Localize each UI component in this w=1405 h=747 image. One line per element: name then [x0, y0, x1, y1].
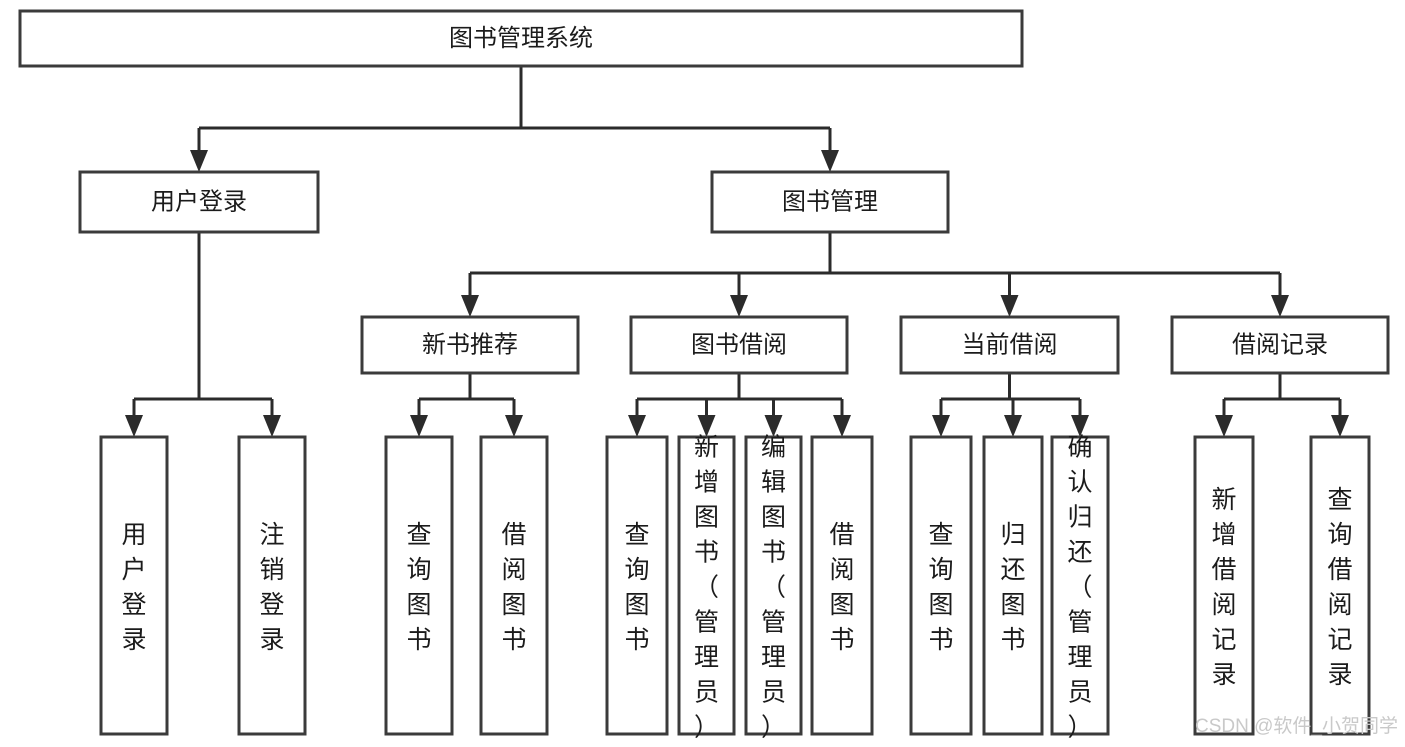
node-user-login[interactable]: 用户登录 — [78, 170, 320, 234]
node-label-leaf-add-book: 新增图书（管理员） — [694, 433, 719, 741]
node-label-leaf-confirm-return: 确认归还（管理员） — [1067, 433, 1092, 741]
node-label-book-borrow: 图书借阅 — [691, 331, 787, 358]
node-box-leaf-query-book-borrow — [605, 435, 669, 736]
node-label-root: 图书管理系统 — [449, 25, 593, 52]
node-leaf-borrow-book[interactable]: 借阅图书 — [810, 435, 874, 736]
node-label-leaf-query-borrow-record: 查询借阅记录 — [1327, 486, 1352, 689]
connector-layer — [125, 66, 1349, 437]
arrow-head-icon — [190, 150, 208, 172]
node-leaf-user-login[interactable]: 用户登录 — [99, 435, 169, 736]
node-label-leaf-add-borrow-record: 新增借阅记录 — [1211, 486, 1236, 689]
node-label-leaf-query-book-borrow: 查询图书 — [624, 521, 649, 654]
node-book-borrow[interactable]: 图书借阅 — [629, 315, 849, 375]
arrow-head-icon — [1071, 415, 1089, 437]
node-box-current-borrow — [899, 315, 1120, 375]
arrow-head-icon — [833, 415, 851, 437]
arrow-head-icon — [628, 415, 646, 437]
arrow-head-icon — [932, 415, 950, 437]
node-leaf-query-book-recommend[interactable]: 查询图书 — [384, 435, 454, 736]
node-leaf-query-book-borrow[interactable]: 查询图书 — [605, 435, 669, 736]
node-leaf-edit-book[interactable]: 编辑图书（管理员） — [744, 433, 803, 741]
node-box-leaf-return-book — [982, 435, 1044, 736]
node-box-new-book-recommend — [360, 315, 580, 375]
node-box-leaf-edit-book — [744, 435, 803, 736]
node-box-leaf-user-logout — [237, 435, 307, 736]
node-label-leaf-query-book-recommend: 查询图书 — [406, 521, 431, 654]
node-label-leaf-user-logout: 注销登录 — [259, 521, 284, 654]
node-label-new-book-recommend: 新书推荐 — [422, 331, 518, 358]
connector-new-book-recommend — [410, 373, 523, 437]
node-label-leaf-query-book-current: 查询图书 — [928, 521, 953, 654]
connector-book-borrow — [628, 373, 851, 437]
node-leaf-confirm-return[interactable]: 确认归还（管理员） — [1050, 433, 1110, 741]
node-book-management[interactable]: 图书管理 — [710, 170, 950, 234]
connector-book-management — [461, 232, 1289, 317]
arrow-head-icon — [697, 415, 716, 437]
node-box-borrow-record — [1170, 315, 1390, 375]
node-box-leaf-add-borrow-record — [1193, 435, 1255, 736]
arrow-head-icon — [1331, 415, 1349, 437]
node-box-leaf-confirm-return — [1050, 435, 1110, 736]
node-box-leaf-query-book-recommend — [384, 435, 454, 736]
node-leaf-user-logout[interactable]: 注销登录 — [237, 435, 307, 736]
arrow-head-icon — [461, 295, 479, 317]
node-label-leaf-user-login: 用户登录 — [121, 521, 146, 654]
node-box-leaf-user-login — [99, 435, 169, 736]
node-label-leaf-edit-book: 编辑图书（管理员） — [761, 433, 786, 741]
node-label-user-login: 用户登录 — [151, 188, 247, 215]
node-label-leaf-borrow-book-recommend: 借阅图书 — [501, 521, 526, 654]
arrow-head-icon — [764, 415, 783, 437]
arrow-head-icon — [1000, 295, 1019, 317]
csdn-watermark: CSDN @软件_小贺同学 — [1195, 715, 1398, 737]
node-leaf-add-borrow-record[interactable]: 新增借阅记录 — [1193, 435, 1255, 736]
arrow-head-icon — [263, 415, 281, 437]
node-label-leaf-borrow-book: 借阅图书 — [829, 521, 854, 654]
arrow-head-icon — [410, 415, 428, 437]
arrow-head-icon — [1215, 415, 1233, 437]
node-label-current-borrow: 当前借阅 — [962, 331, 1058, 358]
node-box-book-borrow — [629, 315, 849, 375]
node-box-book-management — [710, 170, 950, 234]
arrow-head-icon — [1271, 295, 1289, 317]
node-borrow-record[interactable]: 借阅记录 — [1170, 315, 1390, 375]
arrow-head-icon — [125, 415, 143, 437]
connector-current-borrow — [932, 373, 1089, 437]
node-box-leaf-borrow-book-recommend — [479, 435, 549, 736]
node-leaf-return-book[interactable]: 归还图书 — [982, 435, 1044, 736]
node-label-book-management: 图书管理 — [782, 188, 878, 215]
node-box-leaf-query-book-current — [909, 435, 973, 736]
connector-root — [190, 66, 839, 172]
node-box-leaf-add-book — [677, 435, 736, 736]
node-layer: 图书管理系统用户登录图书管理新书推荐图书借阅当前借阅借阅记录用户登录注销登录查询… — [18, 9, 1390, 741]
node-box-root — [18, 9, 1024, 68]
node-box-leaf-query-borrow-record — [1309, 435, 1371, 736]
node-label-borrow-record: 借阅记录 — [1232, 331, 1328, 358]
node-leaf-borrow-book-recommend[interactable]: 借阅图书 — [479, 435, 549, 736]
arrow-head-icon — [821, 150, 839, 172]
connector-borrow-record — [1215, 373, 1349, 437]
node-label-leaf-return-book: 归还图书 — [1000, 521, 1025, 654]
arrow-head-icon — [1004, 415, 1022, 437]
node-box-user-login — [78, 170, 320, 234]
connector-user-login — [125, 232, 281, 437]
node-new-book-recommend[interactable]: 新书推荐 — [360, 315, 580, 375]
node-current-borrow[interactable]: 当前借阅 — [899, 315, 1120, 375]
node-root[interactable]: 图书管理系统 — [18, 9, 1024, 68]
node-leaf-add-book[interactable]: 新增图书（管理员） — [677, 433, 736, 741]
node-box-leaf-borrow-book — [810, 435, 874, 736]
node-leaf-query-book-current[interactable]: 查询图书 — [909, 435, 973, 736]
arrow-head-icon — [505, 415, 523, 437]
arrow-head-icon — [730, 295, 748, 317]
node-leaf-query-borrow-record[interactable]: 查询借阅记录 — [1309, 435, 1371, 736]
